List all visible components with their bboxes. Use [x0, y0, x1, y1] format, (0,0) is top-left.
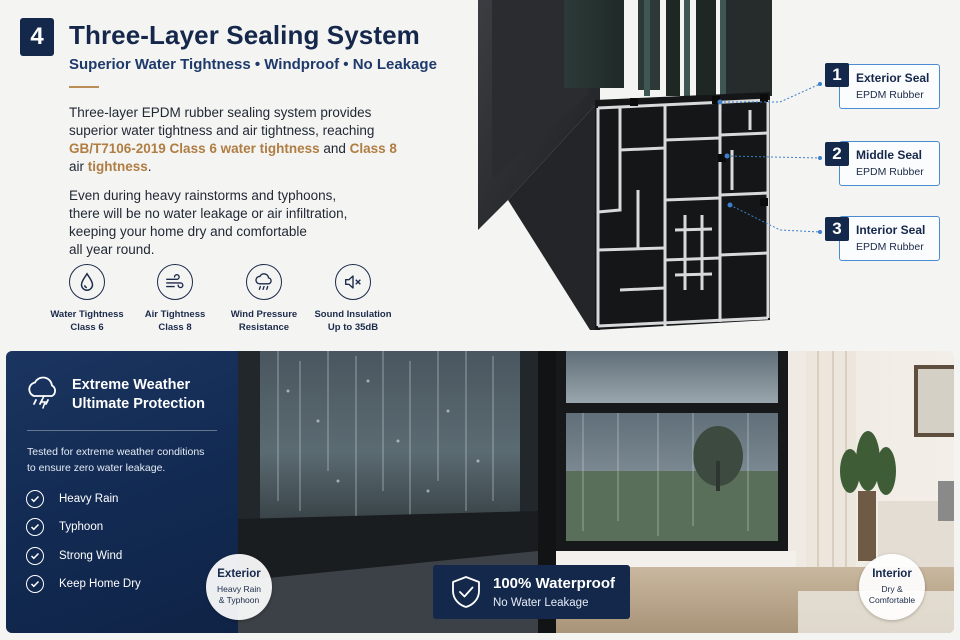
storm-cloud-icon: [246, 264, 282, 300]
wind-icon: [157, 264, 193, 300]
waterproof-badge: 100% Waterproof No Water Leakage: [433, 565, 630, 619]
exterior-badge-title: Exterior: [217, 568, 261, 580]
check-label: Strong Wind: [59, 550, 123, 562]
intro-line-1: Three-layer EPDM rubber sealing system p…: [69, 105, 372, 120]
seal-number-badge: 2: [825, 142, 849, 166]
check-circle-icon: [26, 490, 44, 508]
water-drop-icon: [69, 264, 105, 300]
seal-title: Exterior Seal: [856, 71, 930, 85]
check-label: Heavy Rain: [59, 493, 119, 505]
para2-line-1: Even during heavy rainstorms and typhoon…: [69, 188, 337, 203]
weather-panel-divider: [27, 430, 217, 431]
intro-line-2: superior water tightness and air tightne…: [69, 123, 375, 138]
interior-seal-callout: Interior Seal EPDM Rubber: [839, 216, 940, 261]
feature-label-line-2: Class 6: [70, 322, 104, 333]
feature-sound-insulation: Sound Insulation Up to 35dB: [311, 262, 395, 334]
check-item-typhoon: Typhoon: [26, 518, 103, 536]
intro-line-4a: air: [69, 159, 88, 174]
feature-label-line-1: Wind Pressure: [230, 309, 298, 320]
exterior-seal-callout: Exterior Seal EPDM Rubber: [839, 64, 940, 109]
section-number-badge: 4: [20, 18, 54, 56]
interior-badge-title: Interior: [872, 568, 912, 580]
weather-panel-description: Tested for extreme weather conditions to…: [27, 444, 227, 476]
seal-title: Middle Seal: [856, 148, 923, 162]
weather-protection-section: Extreme Weather Ultimate Protection Test…: [6, 351, 954, 633]
waterproof-title: 100% Waterproof: [493, 575, 615, 592]
speaker-mute-icon: [335, 264, 371, 300]
intro-line-4b: .: [147, 159, 152, 174]
tightness-highlight: tightness: [87, 159, 148, 174]
weather-panel-title: Extreme Weather Ultimate Protection: [72, 376, 205, 414]
para2-line-4: all year round.: [69, 242, 155, 257]
para2-line-2: there will be no water leakage or air in…: [69, 206, 348, 221]
feature-label-line-2: Class 8: [158, 322, 192, 333]
exterior-badge-line-1: Heavy Rain: [217, 584, 261, 594]
intro-paragraph: Three-layer EPDM rubber sealing system p…: [69, 104, 409, 176]
check-circle-icon: [26, 547, 44, 565]
interior-badge: Interior Dry &Comfortable: [859, 554, 925, 620]
feature-label-line-1: Air Tightness: [144, 309, 206, 320]
extreme-weather-panel: Extreme Weather Ultimate Protection Test…: [6, 351, 238, 633]
seal-number-badge: 3: [825, 217, 849, 241]
check-item-strong-wind: Strong Wind: [26, 547, 122, 565]
storm-cloud-icon: [28, 376, 56, 409]
seal-title: Interior Seal: [856, 223, 926, 237]
interior-badge-line-1: Dry &: [881, 584, 903, 594]
check-label: Keep Home Dry: [59, 578, 141, 590]
weather-title-line-1: Extreme Weather: [72, 377, 191, 393]
check-circle-icon: [26, 518, 44, 536]
shield-check-icon: [452, 576, 480, 608]
check-item-heavy-rain: Heavy Rain: [26, 490, 118, 508]
weather-desc-line-1: Tested for extreme weather conditions: [27, 446, 205, 458]
middle-seal-callout: Middle Seal EPDM Rubber: [839, 141, 940, 186]
feature-label-line-1: Water Tightness: [50, 309, 124, 320]
exterior-badge: Exterior Heavy Rain& Typhoon: [206, 554, 272, 620]
window-profile-cross-section: [478, 0, 772, 330]
class-highlight: Class 8: [349, 141, 397, 156]
weather-title-line-2: Ultimate Protection: [72, 396, 205, 412]
page-subtitle: Superior Water Tightness • Windproof • N…: [69, 56, 437, 73]
check-circle-icon: [26, 575, 44, 593]
exterior-badge-line-2: & Typhoon: [218, 595, 260, 605]
seal-material: EPDM Rubber: [856, 89, 924, 101]
intro-joiner: and: [319, 141, 350, 156]
seal-number-badge: 1: [825, 63, 849, 87]
seal-material: EPDM Rubber: [856, 241, 924, 253]
check-item-keep-home-dry: Keep Home Dry: [26, 575, 141, 593]
check-label: Typhoon: [59, 521, 104, 533]
feature-label-line-1: Sound Insulation: [314, 309, 392, 320]
seal-material: EPDM Rubber: [856, 166, 924, 178]
standard-highlight: GB/T7106-2019 Class 6 water tightness: [69, 141, 320, 156]
page-title: Three-Layer Sealing System: [69, 20, 420, 50]
interior-badge-line-2: Comfortable: [868, 595, 916, 605]
para2-line-3: keeping your home dry and comfortable: [69, 224, 307, 239]
waterproof-subtitle: No Water Leakage: [493, 597, 589, 609]
feature-label-line-2: Resistance: [238, 322, 290, 333]
weather-desc-line-2: to ensure zero water leakage.: [27, 462, 166, 474]
feature-label-line-2: Up to 35dB: [327, 322, 379, 333]
rainstorm-paragraph: Even during heavy rainstorms and typhoon…: [69, 187, 369, 259]
title-divider: [69, 86, 99, 88]
